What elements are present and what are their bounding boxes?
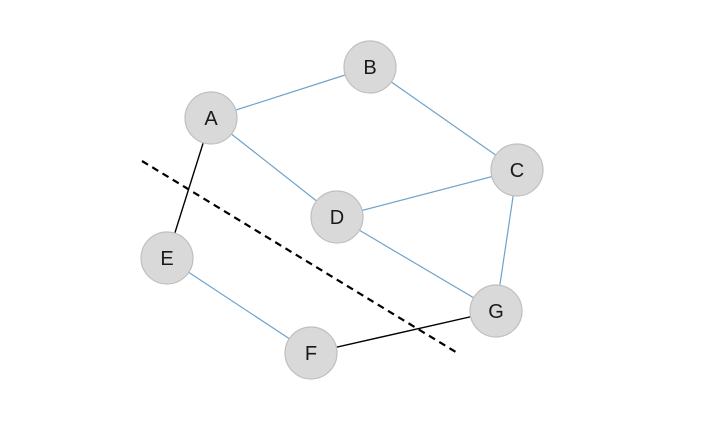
node-circle: [284, 326, 338, 380]
node-circle: [140, 231, 194, 285]
edge-e-f: [166, 257, 312, 354]
node-circle: [310, 190, 364, 244]
node-d: D: [310, 190, 364, 244]
node-label: B: [363, 57, 376, 79]
node-circle: [490, 143, 544, 197]
node-circle: [184, 91, 238, 145]
node-b: B: [343, 40, 397, 94]
edge-b-c: [369, 66, 518, 171]
edge-f-g: [310, 310, 497, 354]
node-f: F: [284, 326, 338, 380]
node-circle: [343, 40, 397, 94]
node-g: G: [469, 284, 523, 338]
node-label: D: [330, 207, 344, 229]
node-e: E: [140, 231, 194, 285]
node-label: E: [160, 248, 173, 270]
node-label: G: [488, 301, 504, 323]
node-label: A: [204, 108, 218, 130]
edge-d-g: [336, 216, 497, 312]
node-circle: [469, 284, 523, 338]
node-label: F: [305, 343, 317, 365]
edge-a-b: [210, 66, 371, 119]
nodes-layer: A B C D E F G: [140, 40, 544, 380]
node-a: A: [184, 91, 238, 145]
edge-a-d: [210, 117, 338, 218]
edge-d-c: [336, 169, 518, 218]
cut-line-dashed: [141, 160, 460, 355]
node-c: C: [490, 143, 544, 197]
node-label: C: [510, 160, 524, 182]
